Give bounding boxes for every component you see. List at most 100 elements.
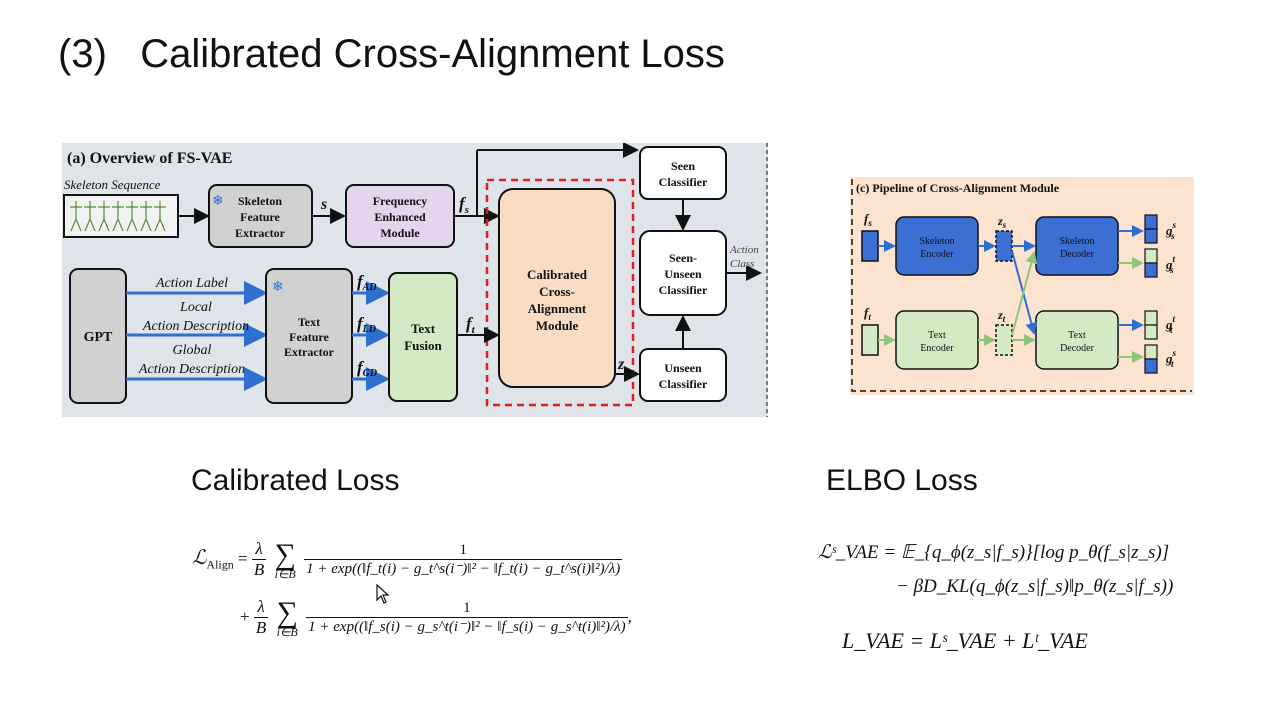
global-desc-line1: Global (173, 343, 212, 358)
skeleton-extractor-line2: Feature (240, 210, 280, 224)
c-zt-label: zt (997, 308, 1006, 324)
frequency-line1: Frequency (373, 194, 427, 208)
sum-symbol-1: ∑ (274, 537, 296, 571)
skeleton-decoder-line1: Skeleton (1060, 236, 1095, 247)
skeleton-sequence-image (63, 194, 179, 238)
text-fusion-line1: Text (411, 321, 436, 336)
coef-den-1: B (253, 559, 265, 579)
frac-num-1: 1 (304, 542, 623, 560)
loss-comma: , (627, 606, 632, 626)
local-desc-line2: Action Description (142, 319, 249, 334)
output-gt-s (1144, 248, 1158, 278)
text-extractor-line2: Feature (289, 330, 329, 344)
c-zt-latent (995, 324, 1013, 356)
text-fusion-line2: Fusion (404, 338, 442, 353)
output-gs-t (1144, 344, 1158, 374)
skeleton-decoder (1035, 216, 1119, 276)
figure-a-overview: (a) Overview of FS-VAE Skeleton Sequence… (62, 143, 768, 417)
frequency-line2: Enhanced (374, 210, 426, 224)
elbo-loss-heading: ELBO Loss (826, 464, 978, 497)
slide-title: (3) Calibrated Cross-Alignment Loss (58, 32, 725, 76)
text-encoder-line2: Encoder (920, 343, 954, 354)
output-gt-t (1144, 310, 1158, 340)
sum-symbol-2: ∑ (276, 595, 298, 629)
figure-c-pipeline: (c) Pipeline of Cross-Alignment Module f… (850, 177, 1194, 395)
gpt-label: GPT (84, 330, 113, 345)
coef-num-1: λ (251, 539, 267, 560)
figure-a-caption: (a) Overview of FS-VAE (67, 150, 232, 167)
text-decoder (1035, 310, 1119, 370)
c-ft-input (861, 324, 879, 356)
output-gs-s (1144, 214, 1158, 244)
seen-unseen-line3: Classifier (659, 283, 708, 297)
s-label: s (320, 196, 327, 213)
snowflake-icon-text: ❄ (272, 280, 284, 295)
action-label-text: Action Label (155, 276, 228, 291)
elbo-equation-line2: − βD_KL(q_ϕ(z_s|f_s)‖p_θ(z_s|f_s)) (896, 576, 1174, 597)
calibrated-loss-heading: Calibrated Loss (191, 464, 400, 497)
elbo-equation-line3: L_VAE = Lˢ_VAE + Lᵗ_VAE (842, 628, 1088, 653)
text-fusion-box (388, 272, 458, 402)
fgd-label: fGD (357, 358, 377, 379)
ft-label: ft (466, 314, 476, 336)
coef-den-2: B (255, 617, 267, 637)
skeleton-encoder-line1: Skeleton (920, 236, 955, 247)
c-zs-latent (995, 230, 1013, 262)
frac-den-2: 1 + exp((‖f_s(i) − g_s^t(i⁻)‖² − ‖f_s(i)… (308, 618, 626, 635)
coef-num-2: λ (253, 597, 269, 618)
skeleton-decoder-line2: Decoder (1060, 249, 1095, 260)
zs-label: zs (617, 356, 629, 376)
text-decoder-line1: Text (1068, 330, 1086, 341)
calibrated-cross-alignment-module (498, 188, 616, 388)
skeleton-extractor-line1: Skeleton (238, 194, 282, 208)
skeleton-sequence-label: Skeleton Sequence (64, 177, 161, 192)
c-fs-label: fs (864, 211, 872, 228)
c-ft-label: ft (864, 305, 871, 322)
fad-label: fAD (357, 272, 377, 293)
local-desc-line1: Local (179, 300, 212, 315)
seen-line1: Seen (671, 159, 695, 173)
seen-unseen-line1: Seen- (669, 251, 697, 265)
fs-label: fs (459, 194, 469, 216)
figure-c-caption: (c) Pipeline of Cross-Alignment Module (856, 181, 1060, 195)
loss-equals: = (238, 548, 248, 568)
loss-lhs-sub: Align (206, 557, 234, 572)
text-extractor-line3: Extractor (284, 345, 335, 359)
calibrated-line4: Module (536, 318, 579, 333)
action-class-line2: Class (730, 258, 754, 270)
action-class-line1: Action (729, 244, 759, 256)
skeleton-extractor-line3: Extractor (235, 226, 286, 240)
text-extractor-line1: Text (298, 315, 320, 329)
snowflake-icon: ❄ (212, 194, 224, 209)
sum-sub-1: i∈B (274, 566, 296, 581)
calibrated-line3: Alignment (528, 301, 587, 316)
calibrated-dashed-region (485, 178, 635, 407)
unseen-line1: Unseen (664, 361, 702, 375)
c-fs-input (861, 230, 879, 262)
frac-num-2: 1 (306, 600, 628, 618)
seen-line2: Classifier (659, 175, 708, 189)
mouse-cursor-icon (376, 584, 390, 604)
calibrated-line2: Cross- (539, 284, 575, 299)
frac-den-1: 1 + exp((‖f_t(i) − g_t^s(i⁻)‖² − ‖f_t(i)… (306, 560, 621, 577)
loss-lhs: ℒ (192, 546, 207, 569)
elbo-equation-line1: ℒˢ_VAE = 𝔼_{q_ϕ(z_s|f_s)}[log p_θ(f_s|z_… (818, 542, 1170, 563)
unseen-classifier (639, 348, 727, 402)
sum-sub-2: i∈B (276, 624, 298, 639)
text-encoder-line1: Text (928, 330, 946, 341)
global-desc-line2: Action Description (138, 362, 245, 377)
seen-classifier (639, 146, 727, 200)
seen-unseen-line2: Unseen (664, 267, 702, 281)
text-decoder-line2: Decoder (1060, 343, 1095, 354)
unseen-line2: Classifier (659, 377, 708, 391)
skeleton-encoder-line2: Encoder (920, 249, 954, 260)
fld-label: fLD (357, 314, 376, 335)
loss-plus: + (240, 606, 250, 626)
frequency-line3: Module (380, 226, 420, 240)
